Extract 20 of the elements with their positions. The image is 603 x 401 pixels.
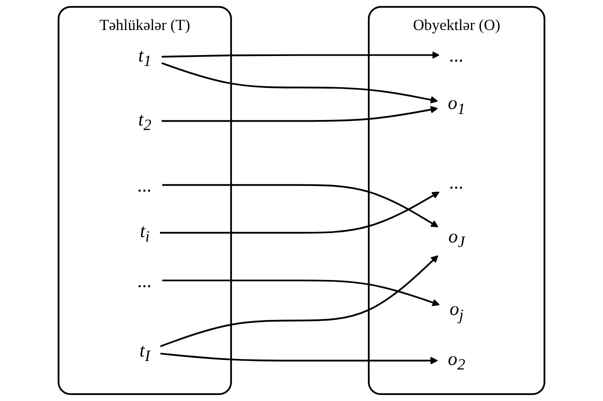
node-text: o$_{1}$ [448,92,466,118]
node-text: t$_{2}$ [138,108,152,134]
node-text: o$_{2}$ [448,348,466,374]
arrow [160,255,438,348]
node-text: o$_{j}$ [450,298,464,324]
node-text: t$_{i}$ [140,220,150,246]
arrow [162,184,438,228]
arrow [162,106,438,122]
node-text: ... [138,174,152,196]
node-text: ... [450,171,464,193]
node-text: ... [450,44,464,66]
arrow [162,280,440,306]
node-text: t$_{1}$ [138,44,152,70]
node-text: o$_{J}$ [448,225,465,251]
arrow [160,352,438,364]
arrow [161,62,438,104]
node-text: t$_{I}$ [140,339,150,364]
node-text: ... [138,270,152,292]
arrow [160,192,440,234]
arrow [162,51,440,59]
